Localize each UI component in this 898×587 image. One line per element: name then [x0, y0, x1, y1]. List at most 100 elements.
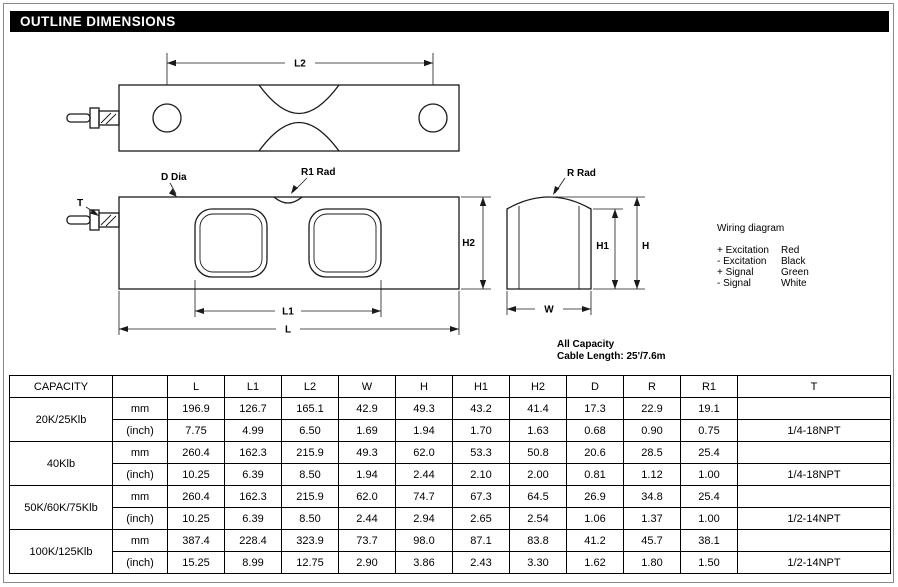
unit-cell: (inch)	[112, 551, 168, 574]
col-header-1	[112, 375, 168, 398]
table-cell: 2.43	[452, 551, 510, 574]
table-cell: 1.80	[623, 551, 681, 574]
table-cell: 260.4	[167, 485, 225, 508]
table-cell: 17.3	[566, 397, 624, 420]
table-cell: 6.50	[281, 419, 339, 442]
dim-label-t: T	[77, 198, 83, 209]
thread-cell-empty	[737, 397, 891, 420]
table-cell: 67.3	[452, 485, 510, 508]
table-cell: 49.3	[338, 441, 396, 464]
table-cell: 8.99	[224, 551, 282, 574]
wiring-color-green: Green	[781, 267, 809, 278]
cable-note: All Capacity Cable Length: 25'/7.6m	[557, 339, 666, 362]
dim-label-l1: L1	[282, 307, 294, 318]
cable-note-line2: Cable Length: 25'/7.6m	[557, 351, 666, 362]
thread-cell: 1/2-14NPT	[737, 551, 891, 574]
table-cell: 64.5	[509, 485, 567, 508]
table-cell: 10.25	[167, 507, 225, 530]
cable-note-line1: All Capacity	[557, 339, 615, 350]
thread-cell-empty	[737, 529, 891, 552]
table-cell: 1.37	[623, 507, 681, 530]
wiring-color-black: Black	[781, 256, 806, 267]
table-cell: 260.4	[167, 441, 225, 464]
table-cell: 2.44	[395, 463, 453, 486]
table-cell: 20.6	[566, 441, 624, 464]
table-cell: 1.06	[566, 507, 624, 530]
table-cell: 3.86	[395, 551, 453, 574]
table-cell: 41.4	[509, 397, 567, 420]
table-cell: 28.5	[623, 441, 681, 464]
table-cell: 3.30	[509, 551, 567, 574]
table-cell: 0.75	[680, 419, 738, 442]
table-cell: 1.70	[452, 419, 510, 442]
arrowheads	[90, 59, 641, 332]
table-cell: 15.25	[167, 551, 225, 574]
table-cell: 196.9	[167, 397, 225, 420]
table-cell: 1.69	[338, 419, 396, 442]
table-cell: 2.90	[338, 551, 396, 574]
outline-drawing: L2 D Dia R1 Rad T H2 L1 L W H1 H R Rad W…	[66, 53, 809, 362]
table-cell: 38.1	[680, 529, 738, 552]
table-cell: 2.94	[395, 507, 453, 530]
table-cell: 1.94	[338, 463, 396, 486]
wiring-signal-excitation-minus: - Excitation	[717, 256, 766, 267]
table-cell: 1.12	[623, 463, 681, 486]
table-cell: 25.4	[680, 485, 738, 508]
thread-cell: 1/4-18NPT	[737, 463, 891, 486]
inner-detail-lines	[100, 112, 580, 289]
dim-label-l: L	[285, 325, 291, 336]
table-cell: 8.50	[281, 463, 339, 486]
wiring-signal-excitation-plus: + Excitation	[717, 245, 769, 256]
table-cell: 87.1	[452, 529, 510, 552]
table-cell: 162.3	[224, 485, 282, 508]
table-cell: 19.1	[680, 397, 738, 420]
table-cell: 2.54	[509, 507, 567, 530]
wiring-title: Wiring diagram	[717, 223, 784, 234]
cable-top	[66, 113, 91, 123]
table-cell: 1.50	[680, 551, 738, 574]
dim-label-w: W	[544, 305, 554, 316]
dimension-lines	[85, 53, 645, 335]
capacity-cell: 50K/60K/75Klb	[9, 485, 113, 530]
unit-cell: (inch)	[112, 507, 168, 530]
table-cell: 215.9	[281, 485, 339, 508]
table-cell: 215.9	[281, 441, 339, 464]
dim-label-l2: L2	[294, 59, 306, 70]
table-cell: 228.4	[224, 529, 282, 552]
col-header-6: H	[395, 375, 453, 398]
cable-fitting-side	[98, 212, 120, 228]
col-header-10: R	[623, 375, 681, 398]
col-header-9: D	[566, 375, 624, 398]
dim-label-h: H	[642, 241, 649, 252]
capacity-cell: 100K/125Klb	[9, 529, 113, 574]
table-cell: 12.75	[281, 551, 339, 574]
col-header-8: H2	[509, 375, 567, 398]
table-cell: 1.63	[509, 419, 567, 442]
table-cell: 0.68	[566, 419, 624, 442]
dim-label-r-rad: R Rad	[567, 168, 596, 179]
table-cell: 73.7	[338, 529, 396, 552]
capacity-cell: 40Klb	[9, 441, 113, 486]
table-cell: 2.10	[452, 463, 510, 486]
table-cell: 2.00	[509, 463, 567, 486]
unit-cell: mm	[112, 397, 168, 420]
table-cell: 6.39	[224, 463, 282, 486]
table-cell: 2.65	[452, 507, 510, 530]
table-cell: 0.81	[566, 463, 624, 486]
cable-fitting-top	[98, 110, 120, 126]
col-header-4: L2	[281, 375, 339, 398]
mounting-hole-left	[152, 103, 182, 133]
table-cell: 98.0	[395, 529, 453, 552]
table-cell: 10.25	[167, 463, 225, 486]
unit-cell: mm	[112, 441, 168, 464]
